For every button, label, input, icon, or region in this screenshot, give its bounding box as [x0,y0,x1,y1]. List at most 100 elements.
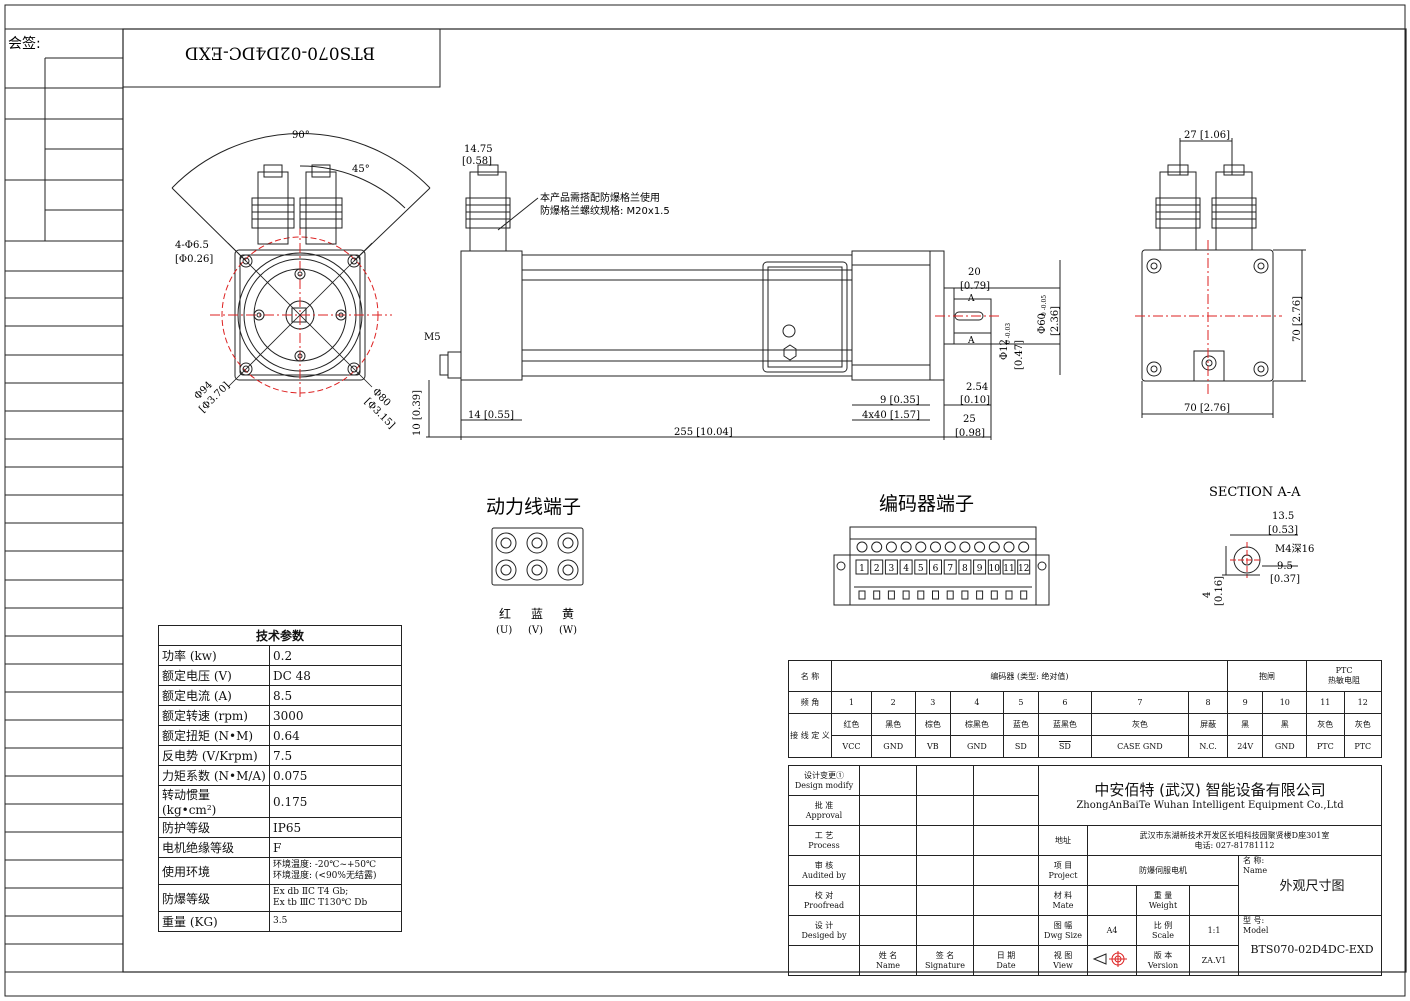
blank-cell [1189,885,1239,916]
pin-signal: N.C. [1188,735,1228,758]
project-value: 防爆伺服电机 [1087,855,1239,886]
pin-number: 11 [1306,691,1345,714]
spec-row: 额定电压 (V)DC 48 [158,665,402,686]
pin-wire-color: 屏蔽 [1188,713,1228,736]
pin-w-phase: (W) [559,625,577,636]
encoder-pin-box [1017,559,1031,575]
model-label: 型 号: [1243,916,1265,925]
spec-label: 额定电流 (A) [158,685,270,706]
ex-line2: Ex tb ⅢC T130℃ Db [273,898,368,908]
blank-cell [859,825,917,856]
encoder-pin-number: 12 [1018,564,1029,574]
encoder-pin-box [884,559,898,575]
hole-dim-in: [Φ0.26] [175,254,213,265]
spec-label: 防护等级 [158,817,270,838]
d254-in: [0.10] [960,395,990,406]
pin-signal: PTC [1306,735,1345,758]
blank-cell [973,915,1039,946]
spec-value: 0.075 [269,765,402,786]
company-name-cn: 中安佰特 (武汉) 智能设备有限公司 [1094,780,1326,799]
ptc-line2: 热敏电阻 [1328,676,1361,685]
encoder-pin-contact [1005,590,1013,600]
countersign-label: 会签: [8,35,41,52]
shaft-dim: Φ12 [999,339,1010,360]
pin-signal: 24V [1226,735,1264,758]
gland-dim-in: [0.58] [462,156,492,167]
encoder-pin-number: 5 [918,564,924,574]
front-view [171,133,431,400]
spec-label: 电机绝缘等级 [158,837,270,858]
project-label: 项 目 [1053,860,1073,870]
spec-value: IP65 [269,817,402,838]
approval-label: 批 准 [814,800,834,810]
version-value: ZA.V1 [1189,945,1239,976]
company-cell: 中安佰特 (武汉) 智能设备有限公司 ZhongAnBaiTe Wuhan In… [1038,765,1382,826]
model-en: Model [1243,926,1269,935]
blank-cell [859,795,917,826]
section-d135-mm: 13.5 [1272,511,1294,522]
section-d95-in: [0.37] [1270,574,1300,585]
weight-tb-label: 重 量 [1153,890,1173,900]
d20-mm: 20 [968,267,981,278]
spec-row: 额定转速 (rpm)3000 [158,705,402,726]
encoder-screw [900,541,912,553]
section-d4-mm: 4 [1202,592,1213,598]
audited-label: 审 核 [814,860,834,870]
env-line1: 环境温度: -20℃~+50℃ [273,860,377,870]
spec-label: 力矩系数 (N•M/A) [158,765,270,786]
address-cell: 武汉市东湖新技术开发区长咀科技园聚贤楼D座301室电话: 027-8178111… [1087,825,1382,856]
projection-symbol [1087,945,1137,976]
blank-cell [859,765,917,796]
d27: 27 [1.06] [1184,130,1230,141]
encoder-screw [988,541,1000,553]
blank-cell [916,915,974,946]
pin-signal: GND [950,735,1004,758]
margin-grid [5,28,123,973]
pin-wire-color: 灰色 [1306,713,1345,736]
encoder-screw [856,541,868,553]
spec-row: 额定电流 (A)8.5 [158,685,402,706]
blank-cell [859,885,917,916]
audited-en: Audited by [802,870,846,880]
pin-u-color: 红 [499,606,511,621]
view-label: 视 图 [1053,950,1073,960]
shaft-tol: 0 -0.03 [1005,323,1012,344]
spec-value: F [269,837,402,858]
section-mark-bottom: A [967,336,975,346]
spec-value: 7.5 [269,745,402,766]
d70-width: 70 [2.76] [1184,403,1230,414]
spec-row: 反电势 (V/Krpm)7.5 [158,745,402,766]
address-line1: 武汉市东湖新技术开发区长咀科技园聚贤楼D座301室 [1139,830,1330,840]
blank-cell [973,795,1039,826]
section-m4: M4深16 [1275,543,1314,555]
blank-cell [859,915,917,946]
pin-w-color: 黄 [562,607,574,621]
blank-cell [973,885,1039,916]
d9: 9 [0.35] [880,395,920,406]
encoder-pin-number: 7 [947,564,953,574]
d25-mm: 25 [963,414,976,425]
encoder-pin-number: 2 [874,564,880,574]
pin-v-phase: (V) [528,625,543,636]
blank-cell [973,765,1039,796]
model-cell: 型 号: Model BTS070-02D4DC-EXD [1238,915,1382,976]
pin-number: 9 [1226,691,1264,714]
ex-line1: Ex db ⅡC T4 Gb; [273,887,349,897]
power-terminal-title: 动力线端子 [486,496,581,518]
encoder-screw [885,541,897,553]
d25-in: [0.98] [955,428,985,439]
view-en: View [1053,960,1073,970]
encoder-pin-contact [946,590,954,600]
version-label: 版 本 [1153,950,1173,960]
project-en: Project [1048,870,1078,880]
pin-signal: VCC [831,735,872,758]
pinout-encoder-label: 编码器 (类型: 绝对值) [831,660,1228,692]
proofread-en: Proofread [803,900,845,910]
